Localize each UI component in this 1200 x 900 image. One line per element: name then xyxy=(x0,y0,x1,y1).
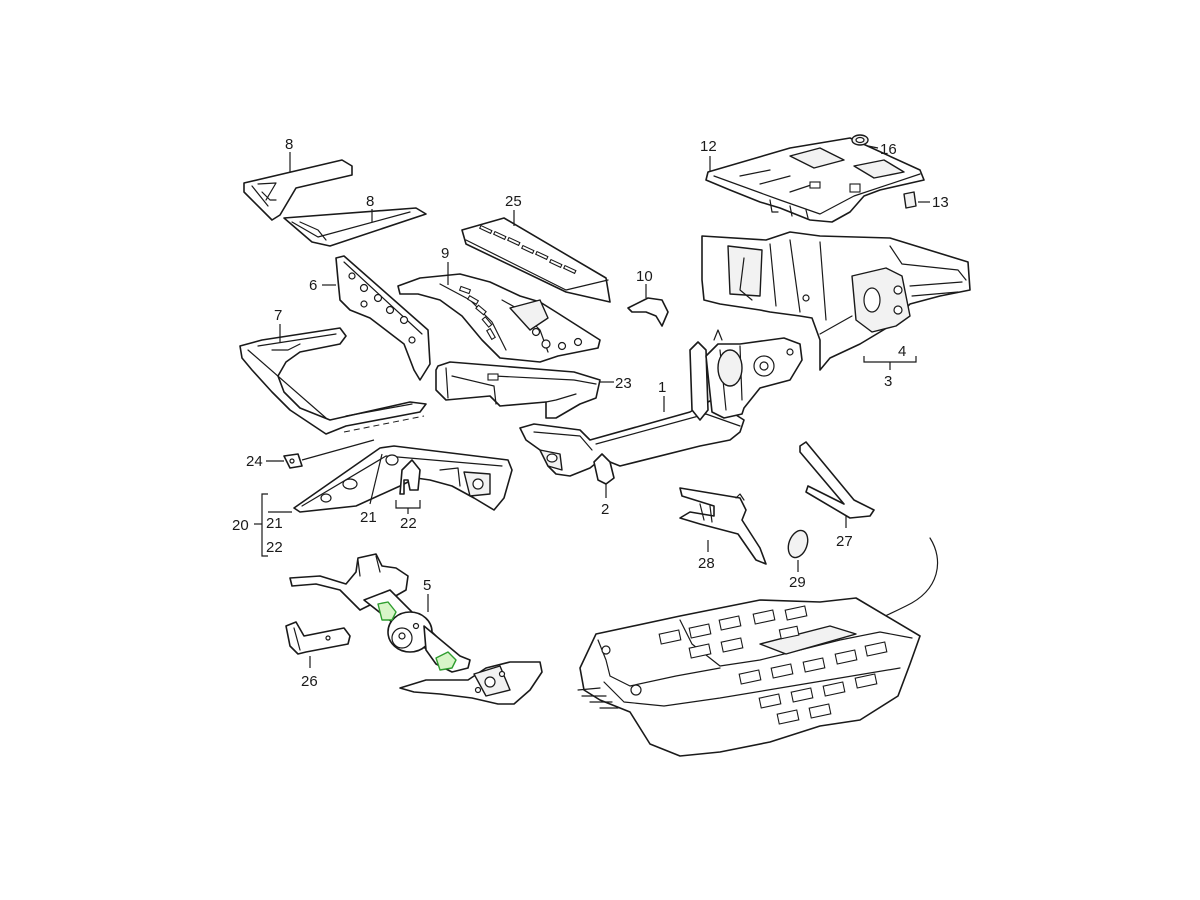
part-8-upper-frame[interactable] xyxy=(243,159,353,221)
callout-22b: 22 xyxy=(266,539,283,556)
part-25-floor-strip[interactable] xyxy=(461,217,611,303)
callout-16: 16 xyxy=(880,141,897,158)
part-9-tunnel-section[interactable] xyxy=(397,273,601,363)
callout-27: 27 xyxy=(836,533,853,550)
callout-3: 3 xyxy=(884,373,892,390)
part-24-clip[interactable] xyxy=(283,453,303,469)
callout-6: 6 xyxy=(309,277,317,294)
callout-26: 26 xyxy=(301,673,318,690)
part-16-grommet[interactable] xyxy=(851,134,869,146)
part-23-cross-member[interactable] xyxy=(435,361,601,419)
callout-13: 13 xyxy=(932,194,949,211)
part-1-upright[interactable] xyxy=(689,329,803,421)
callout-28: 28 xyxy=(698,555,715,572)
callout-9: 9 xyxy=(441,245,449,262)
leader-16 xyxy=(867,145,879,149)
part-29-cover[interactable] xyxy=(785,528,811,560)
part-1-axle-beam[interactable] xyxy=(519,399,745,477)
leader-22 xyxy=(395,500,421,509)
leader-21 xyxy=(369,453,383,505)
leader-20-bracket xyxy=(261,493,268,557)
leader-4 xyxy=(863,356,917,363)
callout-5: 5 xyxy=(423,577,431,594)
callout-29: 29 xyxy=(789,574,806,591)
part-26-bracket[interactable] xyxy=(285,621,351,655)
callout-23: 23 xyxy=(615,375,632,392)
part-5-highlight-upper[interactable] xyxy=(377,601,397,621)
callout-24: 24 xyxy=(246,453,263,470)
callout-1: 1 xyxy=(658,379,666,396)
part-27-brace[interactable] xyxy=(799,441,875,519)
callout-7: 7 xyxy=(274,307,282,324)
part-3-rear-body[interactable] xyxy=(701,231,971,371)
callout-2: 2 xyxy=(601,501,609,518)
callout-22: 22 xyxy=(400,515,417,532)
callout-12: 12 xyxy=(700,138,717,155)
main-floor-pan[interactable] xyxy=(577,597,921,757)
part-7-wheel-arch-frame[interactable] xyxy=(239,327,427,435)
part-28-bracket-frame[interactable] xyxy=(679,487,767,565)
callout-8b: 8 xyxy=(366,193,374,210)
part-5-highlight-lower[interactable] xyxy=(435,651,457,671)
callout-20: 20 xyxy=(232,517,249,534)
part-5-axle-assembly[interactable] xyxy=(289,553,543,705)
callout-8a: 8 xyxy=(285,136,293,153)
callout-21b: 21 xyxy=(266,515,283,532)
callout-25: 25 xyxy=(505,193,522,210)
part-2-mount[interactable] xyxy=(593,453,615,485)
part-10-bracket[interactable] xyxy=(627,297,669,327)
part-8-lower-frame[interactable] xyxy=(283,207,427,247)
leader-24-link xyxy=(301,439,375,461)
part-6-side-panel[interactable] xyxy=(335,255,431,381)
callout-4: 4 xyxy=(898,343,906,360)
part-12-floor-pan[interactable] xyxy=(705,137,925,223)
callout-21: 21 xyxy=(360,509,377,526)
relation-line xyxy=(343,415,425,433)
part-22-bracket[interactable] xyxy=(399,459,421,495)
part-13-plate[interactable] xyxy=(903,191,917,209)
callout-10: 10 xyxy=(636,268,653,285)
